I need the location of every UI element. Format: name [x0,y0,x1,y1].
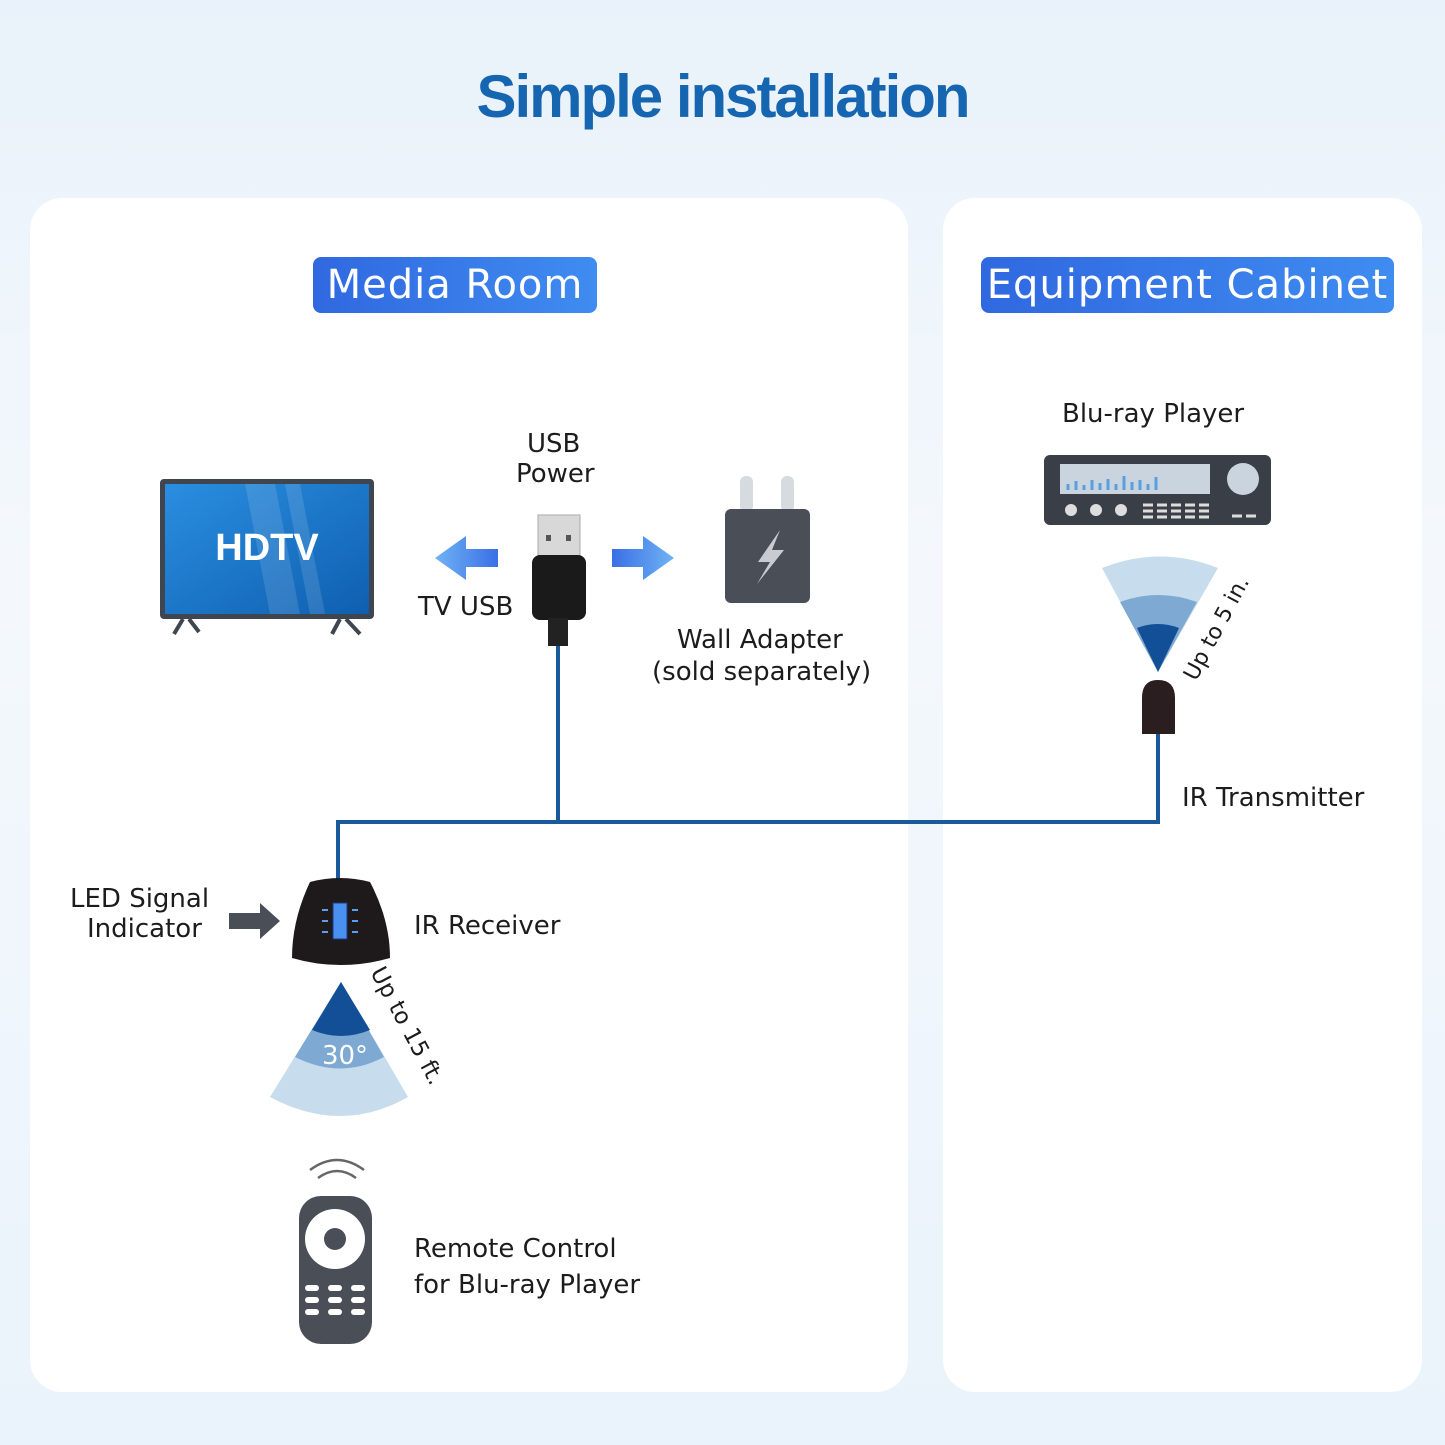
tv-usb-label: TV USB [418,592,514,622]
usb-power-label-1: USB [527,429,581,459]
ir-transmitter-icon [1142,680,1175,734]
remote-label-2: for Blu-ray Player [414,1270,641,1300]
led-indicator-label-2: Indicator [87,914,202,944]
ir-receiver-icon [292,878,390,965]
usb-plug-icon [532,514,586,646]
led-arrow-icon [229,903,280,939]
usb-power-label-2: Power [516,459,595,489]
bluray-label: Blu-ray Player [1062,399,1245,429]
wall-adapter-label-1: Wall Adapter [677,625,843,655]
equipment-cabinet-panel [943,198,1422,1392]
wall-adapter-icon [725,476,810,603]
ir-receiver-label: IR Receiver [414,911,561,941]
equipment-cabinet-badge: Equipment Cabinet [981,257,1394,313]
wall-adapter-label-2: (sold separately) [652,657,872,687]
arrow-right-icon [612,536,674,580]
cable [336,645,1160,880]
angle-label: 30° [322,1041,368,1071]
tv-label: HDTV [215,527,319,569]
media-room-panel [30,198,908,1392]
page-title: Simple installation [476,63,970,130]
remote-control-icon [299,1158,372,1344]
media-room-badge: Media Room [313,257,597,313]
transmission-cone [1102,556,1218,672]
bluray-player-icon [1044,455,1271,525]
reception-cone [270,982,408,1116]
remote-label-1: Remote Control [414,1234,617,1264]
arrow-left-icon [435,536,498,580]
hdtv-icon [160,479,374,636]
ir-transmitter-label: IR Transmitter [1182,783,1365,813]
led-indicator-label-1: LED Signal [70,884,210,914]
